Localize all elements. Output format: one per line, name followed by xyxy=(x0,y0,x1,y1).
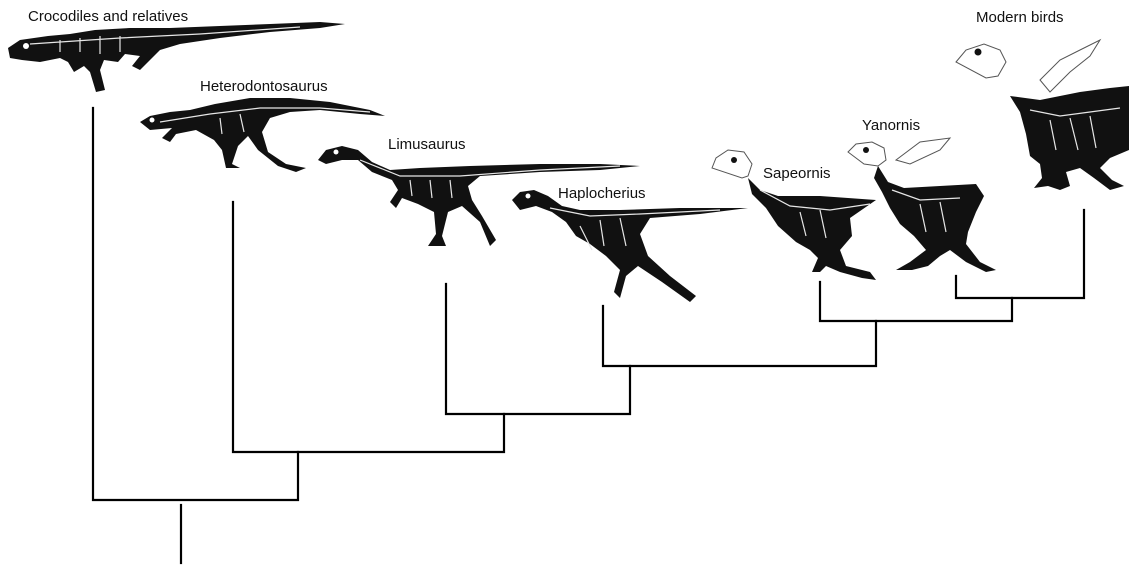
node-pygostylia xyxy=(820,282,1012,321)
node-root xyxy=(93,108,298,500)
modern-bird-skeleton-icon xyxy=(956,40,1129,190)
label-sapeornis: Sapeornis xyxy=(763,165,831,182)
label-crocodiles: Crocodiles and relatives xyxy=(28,8,188,25)
node-ornithuromorpha xyxy=(956,210,1084,298)
haplocherius-skeleton-icon xyxy=(512,190,748,302)
node-maniraptora xyxy=(603,306,876,366)
heterodontosaurus-skeleton-icon xyxy=(140,98,385,172)
label-modern-birds: Modern birds xyxy=(976,9,1064,26)
yanornis-skeleton-icon xyxy=(848,138,996,272)
label-yanornis: Yanornis xyxy=(862,117,920,134)
label-haplocherius: Haplocherius xyxy=(558,185,646,202)
label-heterodontosaurus: Heterodontosaurus xyxy=(200,78,328,95)
phylogenetic-tree xyxy=(93,108,1084,563)
label-limusaurus: Limusaurus xyxy=(388,136,466,153)
